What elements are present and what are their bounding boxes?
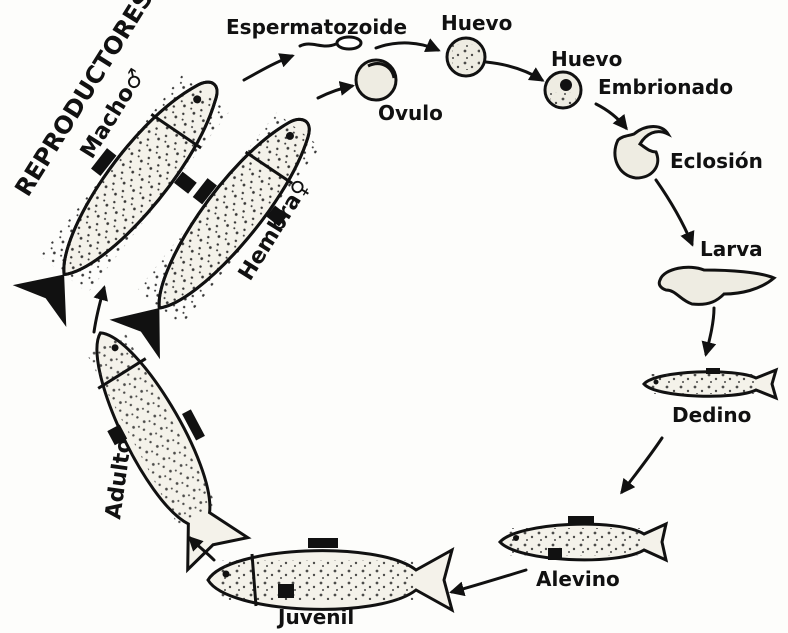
ovum xyxy=(356,60,396,100)
adult-fish xyxy=(65,312,257,572)
arrow-to-alevin xyxy=(622,438,662,492)
label-alevino: Alevino xyxy=(536,567,620,591)
label-larva: Larva xyxy=(700,237,763,261)
label-eclosion: Eclosión xyxy=(670,149,763,173)
arrow-to-fingerling xyxy=(706,308,714,354)
arrow-to-breeders xyxy=(94,288,104,332)
hatching-egg xyxy=(615,127,668,179)
label-huevo-embrionado-1: Huevo xyxy=(551,47,622,71)
arrow-to-juvenile xyxy=(452,570,526,592)
label-huevo: Huevo xyxy=(441,11,512,35)
egg xyxy=(447,38,485,76)
arrow-to-hatching xyxy=(596,104,626,128)
label-ovulo: Ovulo xyxy=(378,101,443,125)
arrow-female-to-ovum xyxy=(318,86,352,98)
arrow-egg-to-embryonated xyxy=(486,62,542,80)
arrow-to-larva xyxy=(656,180,692,244)
arrow-male-to-sperm xyxy=(244,56,292,80)
embryonated-egg xyxy=(545,72,581,108)
larva xyxy=(659,267,774,304)
label-huevo-embrionado-2: Embrionado xyxy=(598,75,733,99)
juvenile-fish xyxy=(208,538,452,610)
alevin-fish xyxy=(500,516,666,560)
label-dedino: Dedino xyxy=(672,403,751,427)
label-espermatozoide: Espermatozoide xyxy=(226,15,407,39)
arrow-to-egg xyxy=(376,43,438,50)
fingerling-fish xyxy=(644,368,776,398)
